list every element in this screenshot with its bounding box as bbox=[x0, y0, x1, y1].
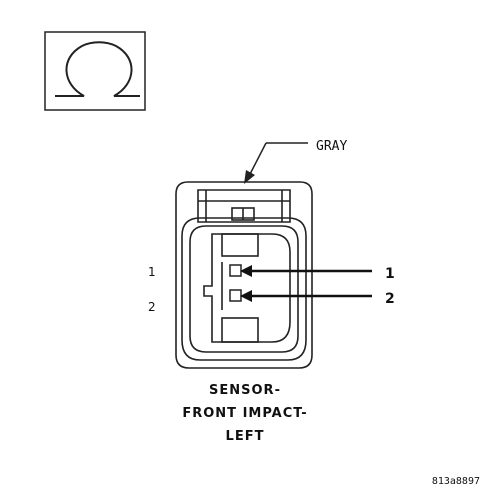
omega-view-icon bbox=[44, 31, 146, 111]
callout-label-2: 2 bbox=[385, 291, 395, 307]
callout-arrow-2 bbox=[240, 290, 372, 302]
component-name-line2: FRONT IMPACT- bbox=[182, 406, 307, 421]
terminal-cavity-2 bbox=[229, 289, 242, 302]
connector-body bbox=[175, 181, 313, 369]
component-name-line3: LEFT bbox=[226, 429, 265, 444]
figure-reference: 813a8897 bbox=[432, 476, 480, 487]
gray-leader bbox=[244, 142, 308, 184]
pin-label-2: 2 bbox=[148, 300, 156, 314]
component-name-line1: SENSOR- bbox=[209, 383, 281, 398]
pin-label-1: 1 bbox=[148, 265, 156, 279]
callout-label-1: 1 bbox=[385, 266, 395, 282]
callout-arrow-1 bbox=[240, 265, 372, 277]
wire-color-label: GRAY bbox=[316, 139, 347, 154]
terminal-cavity-1 bbox=[229, 264, 242, 277]
